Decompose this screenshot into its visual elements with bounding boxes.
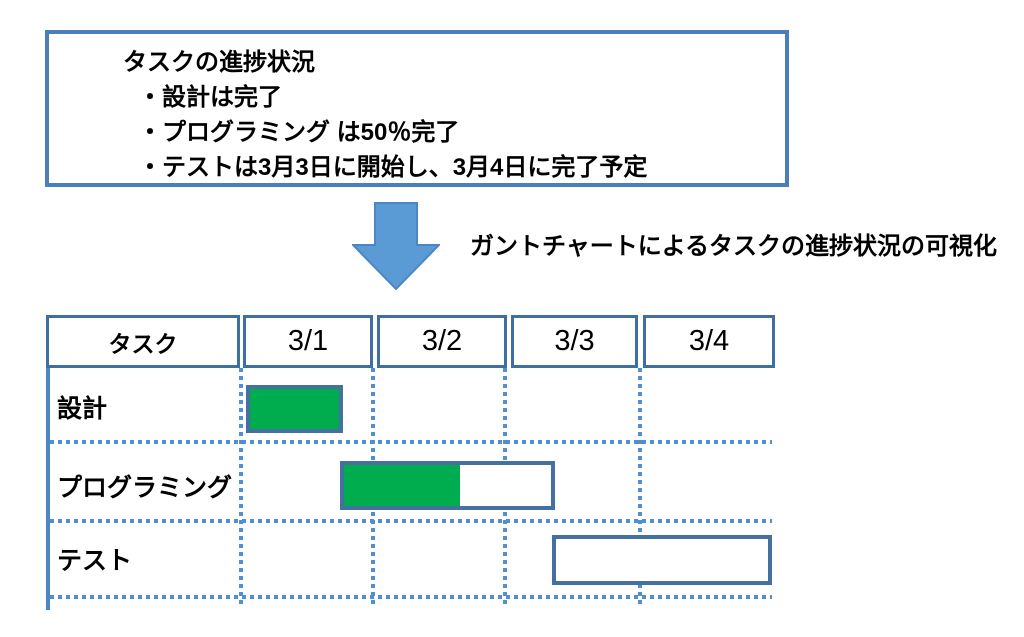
gantt-bar-programming bbox=[339, 461, 555, 510]
arrow-caption: ガントチャートによるタスクの進捗状況の可視化 bbox=[470, 233, 998, 260]
gantt-bar-design-progress bbox=[249, 389, 339, 429]
note-box: タスクの進捗状況 ・設計は完了 ・プログラミング は50％完了 ・テストは3月3… bbox=[45, 30, 789, 187]
gantt-header-day-2: 3/2 bbox=[377, 315, 507, 368]
gantt-vertical-gridline bbox=[239, 368, 243, 608]
gantt-vertical-gridline bbox=[638, 368, 642, 608]
gantt-bar-design bbox=[245, 385, 343, 433]
note-title: タスクの進捗状況 bbox=[123, 49, 315, 76]
gantt-header-task: タスク bbox=[46, 315, 240, 368]
gantt-horizontal-gridline bbox=[50, 519, 772, 523]
gantt-row-label-programming: プログラミング bbox=[57, 474, 233, 502]
gantt-header-day-1: 3/1 bbox=[243, 315, 373, 368]
down-arrow-icon bbox=[352, 202, 440, 290]
note-bullet-2: ・プログラミング は50％完了 bbox=[138, 119, 460, 146]
gantt-header-day-4: 3/4 bbox=[643, 315, 775, 368]
gantt-horizontal-gridline bbox=[50, 440, 772, 444]
gantt-horizontal-gridline bbox=[50, 595, 772, 599]
gantt-bar-test bbox=[552, 535, 772, 585]
gantt-left-border bbox=[46, 368, 50, 610]
gantt-bar-programming-progress bbox=[343, 465, 460, 506]
gantt-row-label-design: 設計 bbox=[57, 395, 108, 423]
gantt-header-day-3: 3/3 bbox=[511, 315, 638, 368]
note-bullet-1: ・設計は完了 bbox=[138, 84, 282, 111]
note-bullet-3: ・テストは3月3日に開始し、3月4日に完了予定 bbox=[138, 154, 648, 181]
gantt-row-label-test: テスト bbox=[57, 547, 133, 575]
